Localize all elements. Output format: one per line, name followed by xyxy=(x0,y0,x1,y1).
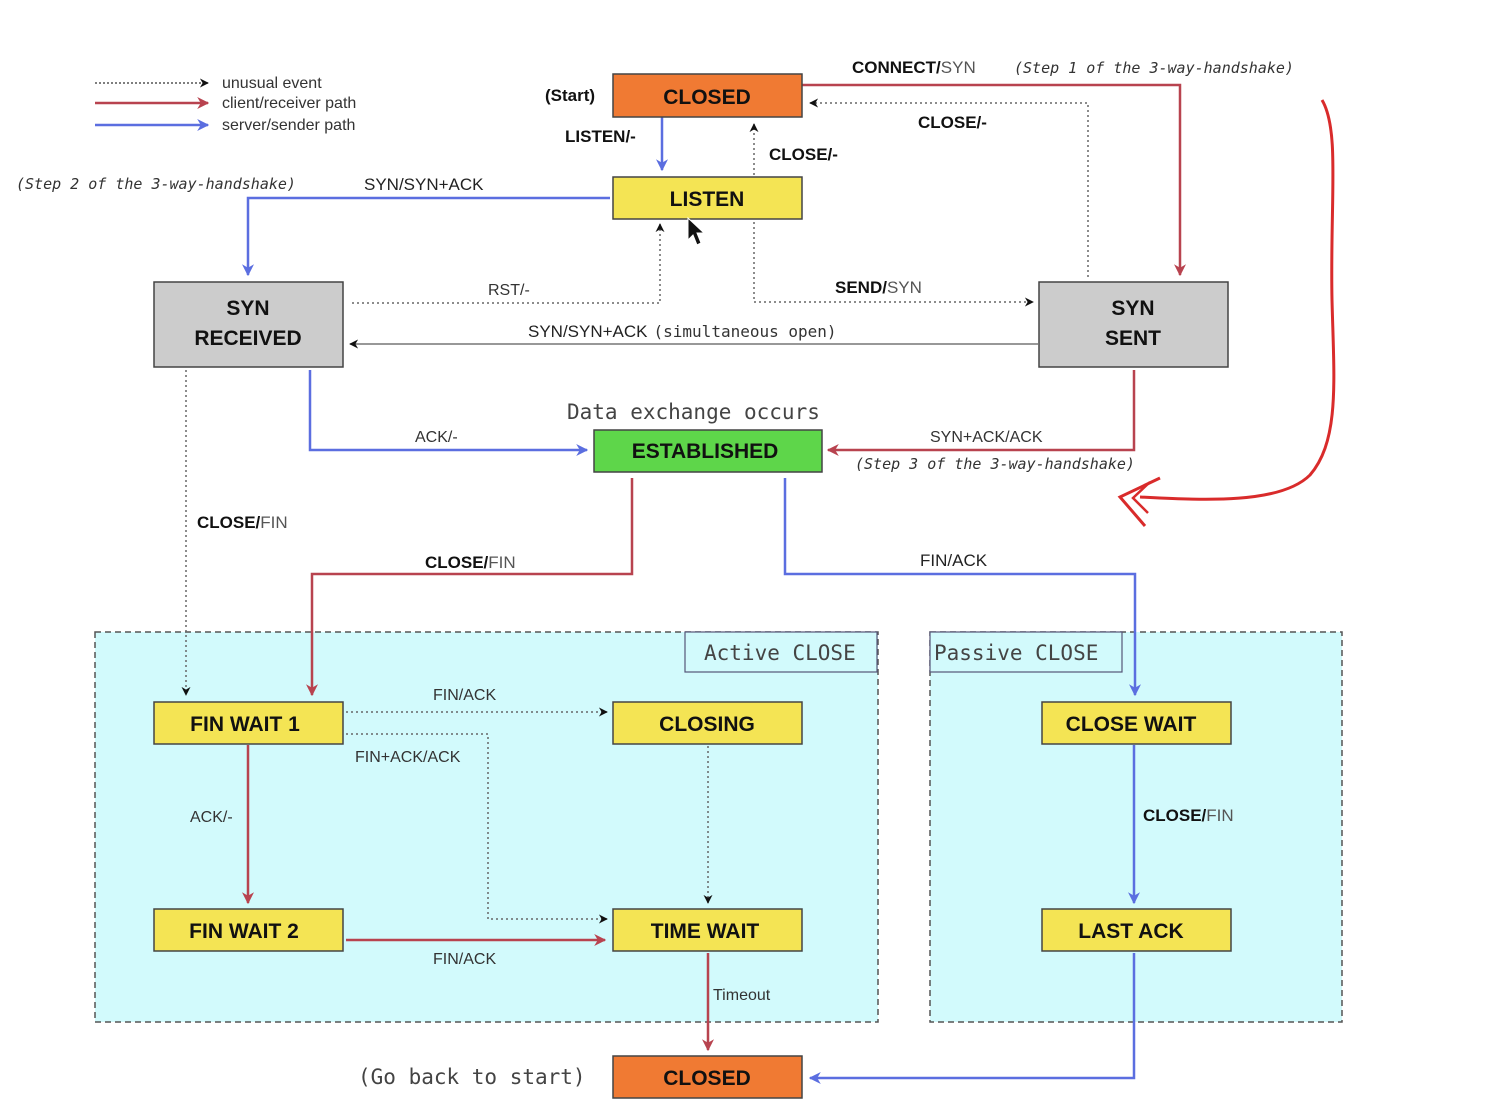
start-label: (Start) xyxy=(545,86,595,105)
fin-ack-ack-label: FIN+ACK/ACK xyxy=(355,749,461,766)
simultaneous-open-label: SYN/SYN+ACK(simultaneous open) xyxy=(528,322,837,341)
timeout-label: Timeout xyxy=(713,987,771,1004)
ack-dash-fw-label: ACK/- xyxy=(190,809,233,826)
svg-text:SYN: SYN xyxy=(1111,297,1154,320)
svg-text:FIN WAIT 1: FIN WAIT 1 xyxy=(190,713,300,736)
edge-closed-to-synsent xyxy=(802,83,1186,277)
state-closed-top: CLOSED xyxy=(612,73,803,118)
edge-lastack-to-closed xyxy=(808,953,1136,1084)
passive-close-region: Passive CLOSE xyxy=(929,631,1343,1023)
fin-ack-fw2-label: FIN/ACK xyxy=(433,951,496,968)
synack-ack-label: SYN+ACK/ACK xyxy=(930,429,1043,446)
syn-synack-label: SYN/SYN+ACK xyxy=(364,175,484,194)
hand-drawn-annotation-arrow xyxy=(1117,99,1336,527)
svg-text:CLOSE WAIT: CLOSE WAIT xyxy=(1066,713,1197,736)
svg-text:LAST ACK: LAST ACK xyxy=(1078,920,1183,943)
edge-listen-to-synrcvd xyxy=(242,196,610,277)
state-fin-wait-2: FIN WAIT 2 xyxy=(153,908,344,952)
edge-listen-to-synsent xyxy=(753,222,1034,307)
edge-synrcvd-to-listen xyxy=(352,223,665,304)
fin-ack-right-label: FIN/ACK xyxy=(920,551,988,570)
state-closed-bottom: CLOSED xyxy=(612,1055,803,1099)
step2-label: (Step 2 of the 3-way-handshake) xyxy=(16,175,296,193)
mouse-cursor-icon xyxy=(687,216,706,246)
state-listen: LISTEN xyxy=(612,176,803,220)
svg-text:CLOSED: CLOSED xyxy=(663,86,751,109)
legend-client-label: client/receiver path xyxy=(222,95,356,112)
svg-text:SENT: SENT xyxy=(1105,327,1161,350)
send-syn-label: SEND/SYN xyxy=(835,278,922,297)
svg-text:CLOSED: CLOSED xyxy=(663,1067,751,1090)
go-back-label: (Go back to start) xyxy=(358,1065,586,1089)
close-dash-listen-label: CLOSE/- xyxy=(769,145,838,164)
active-close-label: Active CLOSE xyxy=(704,641,856,665)
legend: unusual event client/receiver path serve… xyxy=(95,75,356,134)
svg-text:SYN: SYN xyxy=(226,297,269,320)
state-established: ESTABLISHED xyxy=(593,429,823,473)
connect-syn-label: CONNECT/SYN xyxy=(852,58,976,77)
active-close-region: Active CLOSE xyxy=(94,631,879,1023)
legend-unusual-label: unusual event xyxy=(222,75,322,92)
step1-label: (Step 1 of the 3-way-handshake) xyxy=(1014,59,1294,77)
state-time-wait: TIME WAIT xyxy=(612,908,803,952)
close-dash-synsent-label: CLOSE/- xyxy=(918,113,987,132)
close-fin-mid-label: CLOSE/FIN xyxy=(425,553,516,572)
state-syn-sent: SYN SENT xyxy=(1038,281,1229,368)
state-close-wait: CLOSE WAIT xyxy=(1041,701,1232,745)
data-exchange-label: Data exchange occurs xyxy=(567,400,820,424)
fin-ack-closing-label: FIN/ACK xyxy=(433,687,496,704)
edge-synrcvd-to-established xyxy=(308,370,589,456)
edge-synsent-to-established xyxy=(826,370,1136,456)
svg-text:RECEIVED: RECEIVED xyxy=(194,327,301,350)
svg-text:FIN WAIT 2: FIN WAIT 2 xyxy=(189,920,299,943)
svg-text:CLOSING: CLOSING xyxy=(659,713,755,736)
close-fin-left-label: CLOSE/FIN xyxy=(197,513,288,532)
listen-transition-label: LISTEN/- xyxy=(565,127,636,146)
state-syn-received: SYN RECEIVED xyxy=(153,281,344,368)
svg-text:TIME WAIT: TIME WAIT xyxy=(651,920,760,943)
edge-established-to-closewait xyxy=(783,478,1141,697)
ack-dash-label: ACK/- xyxy=(415,429,458,446)
state-closing: CLOSING xyxy=(612,701,803,745)
legend-server-label: server/sender path xyxy=(222,117,355,134)
rst-label: RST/- xyxy=(488,282,530,299)
step3-label: (Step 3 of the 3-way-handshake) xyxy=(855,455,1135,473)
close-fin-passive-label: CLOSE/FIN xyxy=(1143,806,1234,825)
svg-text:LISTEN: LISTEN xyxy=(670,188,745,211)
state-last-ack: LAST ACK xyxy=(1041,908,1232,952)
state-fin-wait-1: FIN WAIT 1 xyxy=(153,701,344,745)
svg-text:ESTABLISHED: ESTABLISHED xyxy=(632,440,779,463)
passive-close-label: Passive CLOSE xyxy=(934,641,1098,665)
edge-finwait1-to-timewait xyxy=(346,733,608,924)
edge-established-to-finwait1 xyxy=(306,478,634,697)
